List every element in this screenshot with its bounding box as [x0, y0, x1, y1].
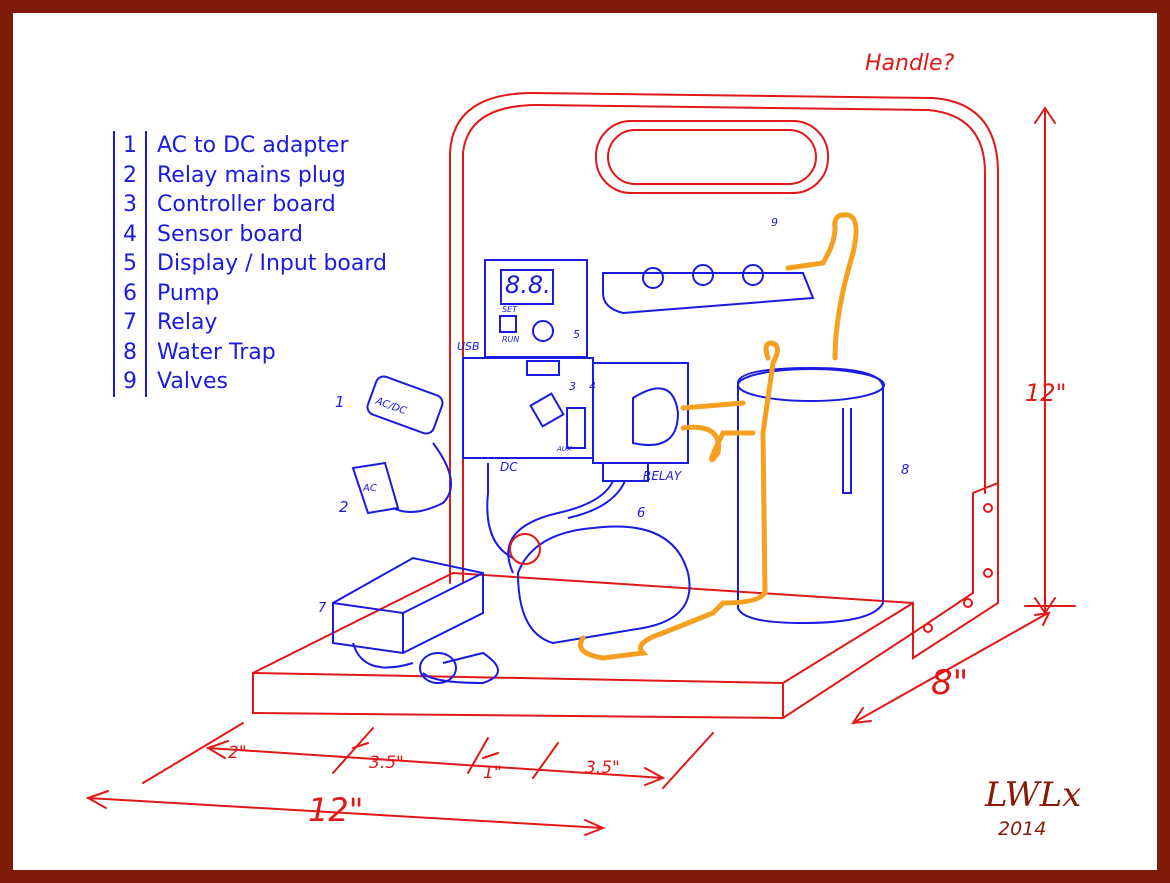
- sketch-drawing: [85, 91, 1076, 836]
- pump: [516, 525, 691, 645]
- depth-dimension: 8": [931, 663, 969, 703]
- legend-label: AC to DC adapter: [157, 133, 349, 158]
- callout-6: 6: [637, 506, 646, 521]
- legend-item: 1 AC to DC adapter: [115, 131, 387, 161]
- segment-4-dimension: 3.5": [585, 758, 620, 778]
- back-panel: [449, 91, 999, 584]
- legend-label: Sensor board: [157, 221, 303, 247]
- legend-label: Water Trap: [157, 339, 276, 365]
- callout-1: 1: [335, 393, 345, 411]
- legend-num: 1: [115, 131, 147, 161]
- legend-item: 8 Water Trap: [115, 337, 387, 367]
- legend-num: 2: [115, 160, 147, 190]
- handle-note: Handle?: [865, 51, 955, 76]
- side-bracket: [912, 481, 999, 660]
- segment-3-dimension: 1": [483, 763, 502, 783]
- aux-label: AUX: [557, 445, 572, 453]
- components: [332, 259, 885, 685]
- legend-item: 5 Display / Input board: [115, 249, 387, 279]
- legend-item: 7 Relay: [115, 308, 387, 338]
- legend-num: 7: [115, 308, 147, 338]
- legend-label: Valves: [157, 369, 228, 394]
- legend-num: 4: [115, 219, 147, 249]
- callout-4: 4: [589, 380, 596, 393]
- trap-tube: [578, 340, 780, 661]
- tubing: [578, 212, 859, 661]
- run-label: RUN: [502, 335, 520, 344]
- callout-7: 7: [318, 601, 327, 616]
- segment-1-dimension: 2": [228, 743, 247, 763]
- relay-connector: [602, 462, 649, 482]
- legend-num: 9: [115, 367, 147, 397]
- water-trap: [737, 366, 884, 625]
- signature-year: 2014: [998, 818, 1047, 840]
- width-arrow: [85, 790, 606, 836]
- pump-marker: [509, 533, 541, 565]
- height-arrow: [1034, 106, 1056, 615]
- signature: LWLx: [985, 775, 1082, 815]
- legend-label: Pump: [157, 280, 220, 306]
- relay-label: RELAY: [643, 469, 682, 483]
- usb-label: USB: [457, 340, 480, 353]
- set-label: SET: [502, 305, 518, 314]
- legend-item: 4 Sensor board: [115, 219, 387, 249]
- legend-num: 6: [115, 278, 147, 308]
- legend-num: 3: [115, 190, 147, 220]
- legend-label: Controller board: [157, 192, 336, 217]
- sensor-board: [592, 362, 689, 464]
- callout-2: 2: [339, 498, 349, 516]
- seven-segment-display: 8.8.: [505, 271, 551, 299]
- acdc-adapter: [366, 375, 444, 435]
- legend-item: 3 Controller board: [115, 190, 387, 220]
- relay-box: [332, 556, 484, 655]
- sketch-canvas: 1 AC to DC adapter 2 Relay mains plug 3 Con…: [13, 13, 1157, 870]
- legend-item: 9 Valves: [115, 367, 387, 397]
- height-dimension: 12": [1025, 379, 1067, 407]
- dc-label: DC: [500, 460, 518, 474]
- legend-label: Display / Input board: [157, 251, 387, 276]
- stand-frame: [85, 91, 1076, 836]
- width-dimension: 12": [308, 791, 364, 829]
- handle-slot: [595, 120, 829, 194]
- callout-5: 5: [573, 328, 580, 341]
- valve-tube: [785, 212, 859, 361]
- legend-num: 5: [115, 249, 147, 279]
- segment-2-dimension: 3.5": [369, 753, 404, 773]
- valves-shelf: [602, 272, 815, 315]
- callout-9: 9: [771, 216, 778, 229]
- base-board: [252, 601, 914, 720]
- legend-label: Relay mains plug: [157, 162, 346, 188]
- legend-item: 2 Relay mains plug: [115, 160, 387, 190]
- legend: 1 AC to DC adapter 2 Relay mains plug 3 Con…: [113, 131, 387, 397]
- legend-item: 6 Pump: [115, 278, 387, 308]
- ac-label: AC: [363, 483, 377, 494]
- legend-label: Relay: [157, 310, 218, 335]
- legend-num: 8: [115, 337, 147, 367]
- callout-8: 8: [901, 463, 910, 478]
- callout-3: 3: [569, 380, 576, 393]
- ac-plug: [351, 461, 400, 515]
